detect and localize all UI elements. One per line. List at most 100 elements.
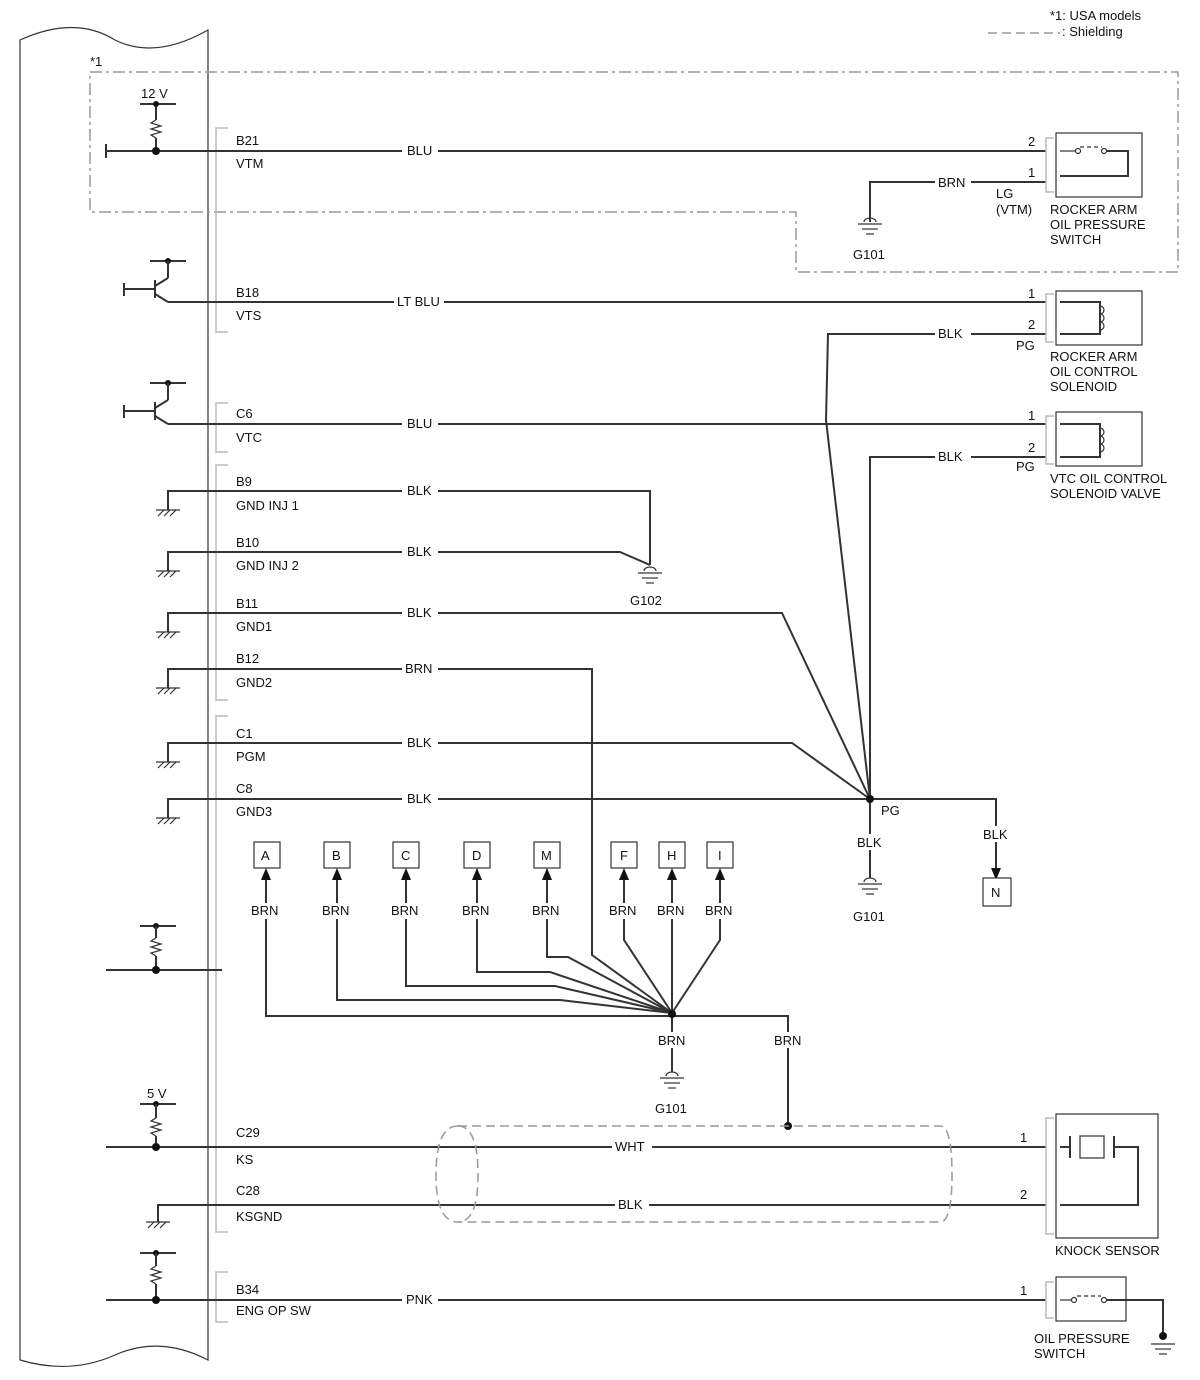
rocker-arm-oil-pressure-switch: ROCKER ARM OIL PRESSURE SWITCH bbox=[1045, 132, 1146, 247]
wire-color-label: BLK bbox=[618, 1197, 643, 1212]
legend-usa-note: *1: USA models bbox=[1050, 8, 1142, 23]
supply-12v-label: 12 V bbox=[141, 86, 168, 101]
wires bbox=[228, 150, 1046, 1301]
terminal-pin: C29 bbox=[236, 1125, 260, 1140]
svg-text:G101: G101 bbox=[853, 909, 885, 924]
ref-box-b: B BRN bbox=[320, 841, 354, 919]
svg-text:BRN: BRN bbox=[251, 903, 278, 918]
terminal-pin: B11 bbox=[236, 596, 258, 611]
svg-text:BRN: BRN bbox=[609, 903, 636, 918]
terminal-pin: B18 bbox=[236, 285, 259, 300]
svg-text:SWITCH: SWITCH bbox=[1050, 232, 1101, 247]
ecm-ground-inj1 bbox=[156, 490, 228, 517]
svg-text:SOLENOID VALVE: SOLENOID VALVE bbox=[1050, 486, 1161, 501]
svg-text:BRN: BRN bbox=[322, 903, 349, 918]
svg-text:LG: LG bbox=[996, 186, 1013, 201]
svg-text:ROCKER ARM: ROCKER ARM bbox=[1050, 202, 1137, 217]
wire-color-label: BRN bbox=[405, 661, 432, 676]
terminal-name: GND3 bbox=[236, 804, 272, 819]
wire-color-label: BRN bbox=[658, 1033, 685, 1048]
knock-shielding bbox=[435, 1125, 953, 1223]
svg-text:BRN: BRN bbox=[657, 903, 684, 918]
terminal-pin: B21 bbox=[236, 133, 259, 148]
wire-color-label: BLK bbox=[407, 735, 432, 750]
svg-text:OIL CONTROL: OIL CONTROL bbox=[1050, 364, 1138, 379]
svg-text:G102: G102 bbox=[630, 593, 662, 608]
wire-color-label: WHT bbox=[615, 1139, 645, 1154]
terminal-name: KS bbox=[236, 1152, 254, 1167]
supply-5v-label: 5 V bbox=[147, 1086, 167, 1101]
terminal-name: VTM bbox=[236, 156, 263, 171]
svg-text:1: 1 bbox=[1028, 408, 1035, 423]
svg-text:H: H bbox=[667, 848, 676, 863]
legend: *1: USA models : Shielding bbox=[988, 8, 1142, 39]
svg-text:SWITCH: SWITCH bbox=[1034, 1346, 1085, 1361]
svg-text:OIL PRESSURE: OIL PRESSURE bbox=[1050, 217, 1146, 232]
ecm-ground-inj2 bbox=[156, 551, 228, 578]
usa-models-region: *1 bbox=[89, 54, 1179, 273]
svg-text:I: I bbox=[718, 848, 722, 863]
region-marker: *1 bbox=[90, 54, 102, 69]
ecm-internal-circuits: 12 V bbox=[105, 86, 228, 1304]
wire-color-label: LT BLU bbox=[397, 294, 440, 309]
ecm-ground-pgm bbox=[156, 742, 228, 769]
terminal-name: GND INJ 2 bbox=[236, 558, 299, 573]
wire-color-label: BLK bbox=[407, 483, 432, 498]
wire-color-label: BRN bbox=[938, 175, 965, 190]
svg-text:PG: PG bbox=[881, 803, 900, 818]
terminal-pin: B9 bbox=[236, 474, 252, 489]
svg-text:2: 2 bbox=[1028, 317, 1035, 332]
terminal-pin: C8 bbox=[236, 781, 253, 796]
svg-text:BRN: BRN bbox=[705, 903, 732, 918]
svg-text:SOLENOID: SOLENOID bbox=[1050, 379, 1117, 394]
svg-text:(VTM): (VTM) bbox=[996, 202, 1032, 217]
ecm-ground-ksgnd bbox=[146, 1204, 228, 1229]
wire-color-label: BLK bbox=[983, 827, 1008, 842]
wire-color-label: BLU bbox=[407, 143, 432, 158]
terminal-name: PGM bbox=[236, 749, 266, 764]
svg-text:PG: PG bbox=[1016, 459, 1035, 474]
svg-text:F: F bbox=[620, 848, 628, 863]
terminal-name: GND1 bbox=[236, 619, 272, 634]
svg-text:BRN: BRN bbox=[532, 903, 559, 918]
svg-text:ROCKER ARM: ROCKER ARM bbox=[1050, 349, 1137, 364]
svg-text:N: N bbox=[991, 885, 1000, 900]
svg-text:2: 2 bbox=[1028, 134, 1035, 149]
wire-color-label: BLK bbox=[407, 605, 432, 620]
ecm-ground-gnd3 bbox=[156, 798, 228, 825]
ref-box-d: D BRN bbox=[460, 841, 494, 919]
ref-box-n: N bbox=[982, 868, 1012, 907]
wire-color-label: BRN bbox=[774, 1033, 801, 1048]
svg-text:BRN: BRN bbox=[391, 903, 418, 918]
ref-box-i: I BRN bbox=[703, 841, 737, 919]
rocker-arm-oil-control-solenoid: ROCKER ARM OIL CONTROL SOLENOID bbox=[1045, 290, 1143, 394]
wire-color-label: BLK bbox=[857, 835, 882, 850]
wire-color-label: BLK bbox=[938, 449, 963, 464]
wire-color-label: BLK bbox=[407, 791, 432, 806]
ecm-ground-gnd2 bbox=[156, 668, 228, 695]
connector-brackets bbox=[215, 127, 228, 1323]
svg-text:OIL PRESSURE: OIL PRESSURE bbox=[1034, 1331, 1130, 1346]
svg-text:G101: G101 bbox=[853, 247, 885, 262]
terminal-name: VTS bbox=[236, 308, 262, 323]
svg-text:1: 1 bbox=[1020, 1283, 1027, 1298]
ground-g102: G102 bbox=[630, 566, 662, 608]
wire-color-label: BLU bbox=[407, 416, 432, 431]
svg-text:B: B bbox=[332, 848, 341, 863]
svg-text:2: 2 bbox=[1020, 1187, 1027, 1202]
wire-labels: BLU BRN LT BLU BLK BLU BLK BLK BLK BLK B… bbox=[394, 142, 1014, 1307]
svg-text:M: M bbox=[541, 848, 552, 863]
svg-text:A: A bbox=[261, 848, 270, 863]
legend-shielding: : Shielding bbox=[1062, 24, 1123, 39]
svg-text:C: C bbox=[401, 848, 410, 863]
ref-box-a: A BRN bbox=[249, 841, 283, 919]
knock-sensor: KNOCK SENSOR bbox=[1045, 1113, 1160, 1258]
svg-text:1: 1 bbox=[1028, 286, 1035, 301]
wire-color-label: BLK bbox=[407, 544, 432, 559]
ref-box-f: F BRN bbox=[607, 841, 641, 919]
terminal-pin: B10 bbox=[236, 535, 259, 550]
terminal-pin: B12 bbox=[236, 651, 259, 666]
svg-text:KNOCK SENSOR: KNOCK SENSOR bbox=[1055, 1243, 1160, 1258]
reference-boxes: A BRN B BRN C BRN D BRN M bbox=[249, 841, 1012, 919]
svg-text:G101: G101 bbox=[655, 1101, 687, 1116]
